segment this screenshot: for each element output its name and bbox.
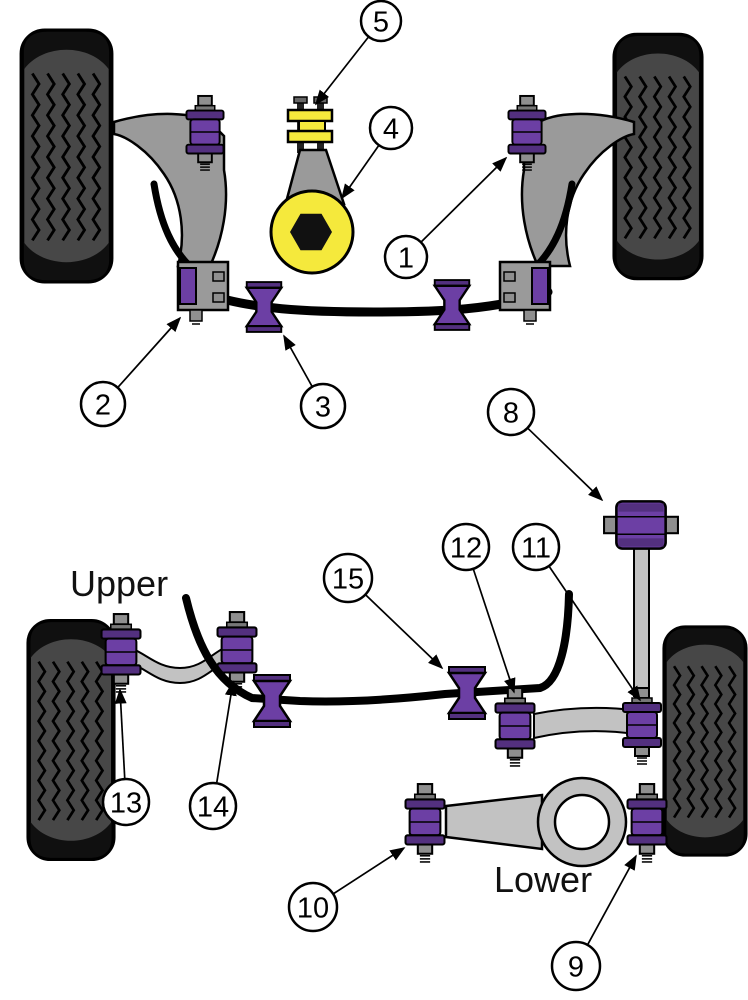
engine-mount-bracket — [286, 96, 334, 153]
lower-label: Lower — [494, 859, 592, 900]
rear-lower-arm — [444, 776, 628, 868]
callout-4-arrow — [341, 145, 380, 200]
callout-3-number: 3 — [315, 391, 331, 423]
callout-9-arrow — [587, 854, 637, 945]
callout-13 — [101, 777, 151, 827]
front-left-tire — [22, 31, 111, 281]
callout-5 — [359, 0, 403, 43]
front-left-arm-bracket — [176, 260, 230, 325]
callout-5-arrow — [314, 37, 369, 106]
callout-11-number: 11 — [521, 532, 551, 564]
rear-left-tire — [29, 621, 114, 859]
callout-11 — [511, 522, 561, 572]
callout-12-number: 12 — [450, 532, 482, 564]
upper-label: Upper — [70, 563, 168, 604]
callout-14-arrow — [215, 680, 237, 783]
lower-arm-inner-bushing — [404, 783, 446, 863]
callout-9-number: 9 — [568, 951, 584, 983]
callout-1-arrow — [421, 156, 508, 243]
callout-10-number: 10 — [297, 892, 329, 924]
callout-15-number: 15 — [332, 563, 364, 595]
callout-3-arrow — [283, 334, 313, 387]
rear-link-upper-bushing — [602, 500, 680, 550]
callout-8 — [486, 387, 536, 437]
callout-12-arrow — [472, 569, 516, 694]
rear-right-tire — [665, 627, 746, 854]
callout-14 — [188, 781, 238, 831]
callout-8-number: 8 — [503, 397, 519, 429]
callout-10 — [287, 881, 339, 933]
callout-11-arrow — [548, 566, 641, 702]
callout-3 — [299, 382, 347, 430]
callout-13-arrow — [114, 688, 127, 779]
trailing-arm-inner-bushing — [494, 687, 536, 767]
callout-15-arrow — [365, 594, 444, 670]
callout-4-number: 4 — [383, 113, 399, 145]
front-right-tire — [615, 35, 701, 278]
callout-14-number: 14 — [197, 791, 229, 823]
callout-4 — [368, 105, 414, 151]
callout-13-number: 13 — [110, 787, 142, 819]
callout-1-number: 1 — [398, 242, 414, 274]
callout-12 — [441, 522, 491, 572]
callout-15 — [322, 552, 374, 604]
engine-mount-bushing — [269, 189, 355, 275]
callout-1 — [383, 234, 429, 280]
callout-2-arrow — [117, 316, 182, 388]
callout-2 — [79, 380, 127, 428]
trailing-arm-outer-bushing — [621, 686, 663, 766]
rear-link-bar — [633, 545, 650, 697]
callout-8-arrow — [527, 428, 604, 502]
callout-5-number: 5 — [373, 6, 389, 38]
callout-10-arrow — [333, 847, 406, 895]
front-right-arm-bracket — [498, 260, 552, 325]
callout-9 — [550, 940, 602, 992]
lower-arm-outer-bushing — [626, 783, 668, 863]
rear-anti-roll-bar — [182, 590, 573, 706]
callout-2-number: 2 — [95, 389, 111, 421]
